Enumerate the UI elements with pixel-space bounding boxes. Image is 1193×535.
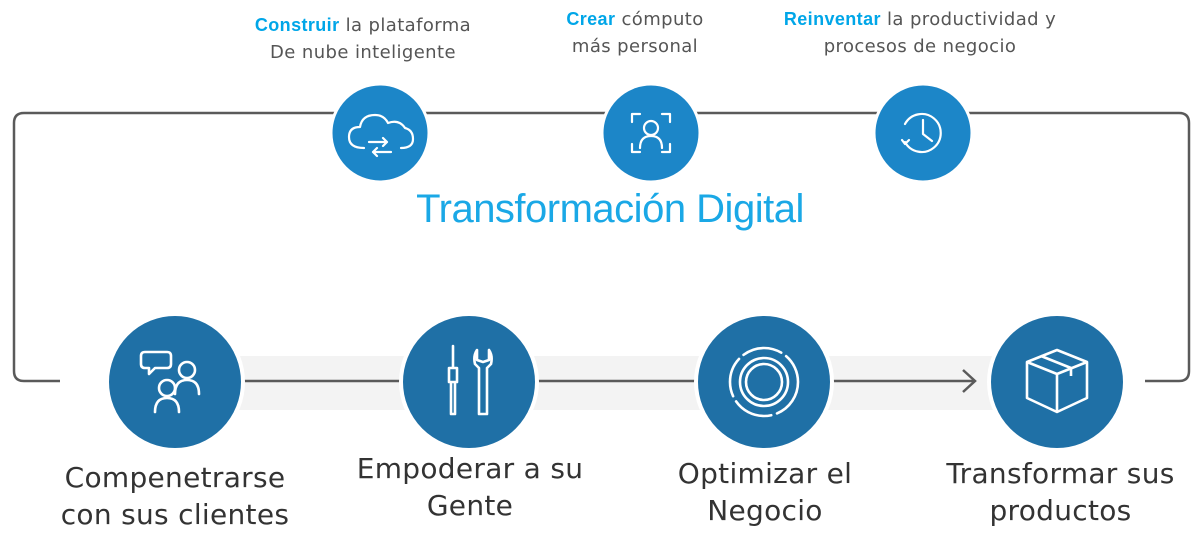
step-2-line1: Empoderar a su: [356, 452, 584, 485]
pillar-1-line2: De nube inteligente: [270, 42, 456, 63]
step-4-line1: Transformar sus: [946, 457, 1175, 490]
step-1-line2: con sus clientes: [60, 498, 290, 531]
step-3-line1: Optimizar el: [677, 457, 853, 490]
frame-loop-line: [12, 111, 1191, 383]
pillar-2-highlight: Crear: [566, 9, 616, 29]
clock-icon: [872, 82, 974, 184]
step-4-line2: productos: [989, 494, 1132, 527]
pillar-1-text: Construir la plataforma De nube intelige…: [225, 12, 501, 66]
gear-ring-icon: [694, 312, 834, 452]
chat-people-icon: [105, 312, 245, 452]
pillar-1-rest: la plataforma: [339, 15, 472, 36]
step-1-line1: Compenetrarse: [64, 461, 286, 494]
pillar-3-text: Reinventar la productividad y procesos d…: [750, 6, 1090, 60]
step-3-line2: Negocio: [707, 494, 823, 527]
diagram-title: Transformación Digital: [416, 187, 804, 231]
step-4-label: Transformar sus productos: [928, 455, 1193, 529]
pillar-3-rest: la productividad y: [880, 9, 1057, 30]
tools-icon: [399, 312, 539, 452]
box-icon: [987, 312, 1127, 452]
pillar-2-text: Crear cómputo más personal: [540, 6, 730, 60]
cloud-sync-icon: [329, 82, 431, 184]
flow-arrow-icon: [962, 369, 977, 393]
pillar-1-highlight: Construir: [254, 15, 340, 35]
face-scan-icon: [600, 82, 702, 184]
step-3-label: Optimizar el Negocio: [650, 455, 880, 529]
step-1-label: Compenetrarse con sus clientes: [40, 459, 310, 533]
pillar-3-highlight: Reinventar: [783, 9, 881, 29]
pillar-2-line2: más personal: [571, 36, 699, 57]
flow-band: [237, 356, 997, 410]
pillar-2-rest: cómputo: [615, 9, 704, 30]
step-2-line2: Gente: [426, 489, 514, 522]
pillar-3-line2: procesos de negocio: [823, 36, 1017, 57]
step-2-label: Empoderar a su Gente: [340, 450, 600, 524]
